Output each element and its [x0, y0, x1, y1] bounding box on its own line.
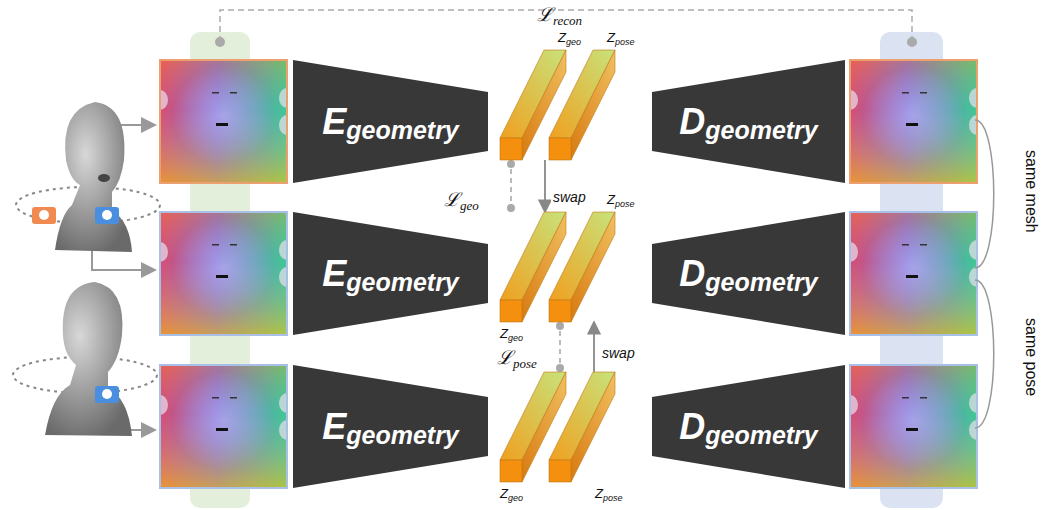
- block-label: Egeometry: [293, 365, 488, 488]
- symbol: Z: [607, 30, 615, 45]
- uv-map: [850, 365, 977, 488]
- uv-map: [160, 212, 287, 335]
- latent-label: Zgeo: [500, 484, 523, 502]
- annotation: ℒpose: [497, 344, 537, 370]
- loss-symbol: ℒ: [444, 188, 460, 210]
- encoder-block: Egeometry: [293, 60, 488, 183]
- subscript: pose: [603, 493, 623, 503]
- subscript: geometry: [705, 421, 818, 450]
- subscript: geometry: [705, 268, 818, 297]
- loss-subscript: pose: [513, 356, 537, 371]
- annotation: swap: [551, 188, 588, 206]
- subscript: geometry: [346, 268, 459, 297]
- latent-label: Zgeo: [500, 324, 523, 342]
- swap-label: swap: [551, 189, 588, 205]
- block-label: Dgeometry: [652, 365, 845, 488]
- annotation: ℒrecon: [537, 1, 582, 27]
- symbol: E: [322, 253, 346, 295]
- latent-code: Zpose: [549, 50, 615, 160]
- subscript: pose: [615, 199, 635, 209]
- symbol: Z: [500, 326, 508, 341]
- latent-label: Zpose: [595, 484, 622, 502]
- end-dot: [556, 364, 564, 372]
- loss-subscript: recon: [553, 13, 582, 28]
- latent-code: Zpose: [549, 372, 615, 482]
- encoder-block: Egeometry: [293, 212, 488, 335]
- symbol: Z: [500, 486, 508, 501]
- symbol: D: [679, 253, 705, 295]
- subscript: geo: [508, 493, 523, 503]
- block-label: Egeometry: [293, 212, 488, 335]
- symbol: D: [679, 101, 705, 143]
- subscript: geometry: [346, 421, 459, 450]
- symbol: Z: [595, 486, 603, 501]
- block-label: Dgeometry: [652, 60, 845, 183]
- uv-map: [160, 60, 287, 183]
- block-label: Dgeometry: [652, 212, 845, 335]
- uv-map: [160, 365, 287, 488]
- symbol: D: [679, 406, 705, 448]
- block-label: Egeometry: [293, 60, 488, 183]
- subscript: geometry: [346, 116, 459, 145]
- symbol: Z: [607, 192, 615, 207]
- end-dot: [556, 322, 564, 330]
- annotation: ℒgeo: [444, 186, 479, 212]
- decoder-block: Dgeometry: [652, 365, 845, 488]
- latent-label: Zpose: [607, 190, 634, 208]
- loss-subscript: geo: [460, 198, 479, 213]
- annotation: swap: [600, 344, 637, 362]
- bracket-label: same mesh: [1022, 150, 1040, 233]
- latent-code: Zpose: [549, 212, 615, 322]
- symbol: E: [322, 101, 346, 143]
- encoder-block: Egeometry: [293, 365, 488, 488]
- decoder-block: Dgeometry: [652, 60, 845, 183]
- end-dot: [507, 204, 515, 212]
- uv-map: [850, 60, 977, 183]
- annotation: same pose: [1040, 318, 1058, 336]
- bracket-label: same pose: [1022, 318, 1040, 396]
- annotation: same mesh: [1040, 150, 1058, 168]
- end-dot: [507, 160, 515, 168]
- latent-prism: [549, 372, 615, 482]
- loss-symbol: ℒ: [537, 3, 553, 25]
- subscript: geo: [508, 333, 523, 343]
- swap-label: swap: [600, 345, 637, 361]
- symbol: E: [322, 406, 346, 448]
- subscript: pose: [615, 37, 635, 47]
- symbol: Z: [558, 30, 566, 45]
- uv-map: [850, 212, 977, 335]
- loss-symbol: ℒ: [497, 346, 513, 368]
- latent-prism: [549, 50, 615, 160]
- decoder-block: Dgeometry: [652, 212, 845, 335]
- latent-prism: [549, 212, 615, 322]
- subscript: geometry: [705, 116, 818, 145]
- subscript: geo: [566, 37, 581, 47]
- latent-label: Zpose: [607, 28, 634, 46]
- swap-arrow: [593, 322, 595, 372]
- swap-arrow: [544, 160, 546, 212]
- latent-label: Zgeo: [558, 28, 581, 46]
